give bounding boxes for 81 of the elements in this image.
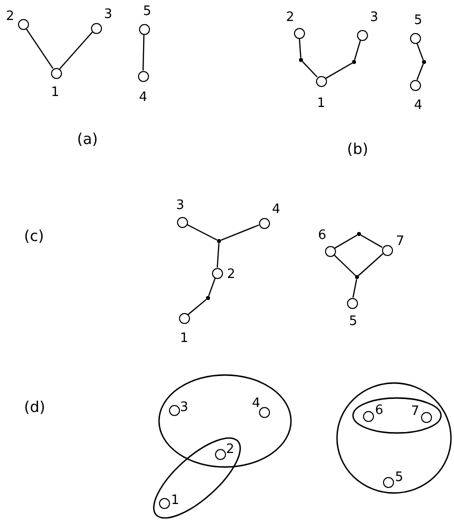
connector-line [59, 32, 93, 70]
vertex-number: 3 [176, 199, 184, 212]
vertex-number: 2 [6, 10, 14, 23]
vertex-number: 2 [227, 268, 236, 281]
vertex-circle [362, 410, 374, 422]
connector-line [334, 234, 358, 249]
vertex-number: 7 [411, 405, 420, 418]
connector-line [416, 42, 424, 60]
vertex-number: 4 [139, 91, 148, 104]
vertex-circle [18, 18, 28, 30]
vertex-number: 3 [370, 11, 378, 24]
vertex-circle [258, 218, 270, 228]
vertex-circle [294, 28, 304, 38]
junction-dot [356, 232, 362, 236]
vertex-circle [158, 498, 170, 508]
vertex-number: 3 [180, 401, 188, 414]
vertex-number: 1 [51, 86, 60, 99]
panel-label: (b) [347, 141, 368, 158]
vertex-circle [176, 216, 188, 228]
panel-label: (a) [77, 131, 98, 148]
junction-dot [298, 58, 304, 62]
hyperedge-outline [352, 397, 442, 434]
vertex-number: 1 [317, 97, 326, 110]
vertex-number: 5 [414, 14, 422, 27]
vertex-number: 4 [252, 397, 260, 410]
connector-line [188, 298, 207, 315]
vertex-number: 1 [180, 332, 188, 345]
vertex-number: 4 [272, 203, 280, 216]
connector-line [334, 254, 356, 276]
vertex-circle [258, 406, 270, 418]
vertex-circle [410, 80, 420, 90]
hyperedge-outline [158, 374, 292, 468]
junction-dot [354, 274, 360, 280]
connector-line [298, 38, 302, 58]
vertex-circle [178, 312, 190, 324]
panel-label: (c) [24, 228, 44, 245]
vertex-circle [324, 246, 336, 256]
connector-line [416, 64, 424, 80]
vertex-circle [50, 68, 62, 78]
vertex-circle [356, 30, 368, 40]
vertex-number: 5 [395, 471, 404, 484]
vertex-circle [138, 70, 148, 82]
vertex-circle [382, 244, 392, 256]
connector-line [26, 28, 54, 69]
vertex-circle [214, 448, 226, 460]
vertex-number: 2 [226, 443, 234, 456]
vertex-number: 6 [375, 404, 384, 417]
connector-line [186, 224, 218, 241]
connector-line [326, 62, 352, 79]
vertex-circle [420, 412, 432, 422]
connector-line [220, 224, 260, 241]
connector-line [142, 34, 144, 71]
connector-line [360, 234, 382, 248]
vertex-number: 6 [318, 229, 326, 242]
vertex-number: 7 [396, 235, 404, 248]
vertex-circle [212, 268, 222, 278]
vertex-circle [168, 404, 180, 416]
junction-dot [216, 238, 222, 244]
junction-dot [422, 60, 426, 64]
vertex-number: 3 [104, 8, 112, 21]
vertex-circle [90, 22, 102, 34]
vertex-number: 5 [349, 315, 358, 328]
junction-dot [352, 60, 356, 64]
vertex-number: 1 [171, 494, 180, 507]
connector-line [352, 279, 358, 298]
vertex-circle [316, 76, 326, 86]
connector-line [208, 278, 216, 296]
hyperedge-outline [336, 382, 452, 494]
vertex-circle [410, 32, 420, 44]
vertex-circle [138, 24, 150, 34]
junction-dot [206, 296, 210, 300]
vertex-number: 2 [286, 11, 294, 24]
connector-line [354, 40, 361, 60]
connector-line [358, 253, 384, 276]
vertex-number: 4 [414, 99, 422, 112]
connector-line [302, 61, 318, 78]
vertex-circle [346, 298, 358, 308]
panel-label: (d) [24, 399, 46, 416]
vertex-number: 5 [143, 5, 152, 18]
connector-line [216, 243, 220, 268]
vertex-circle [382, 476, 394, 488]
